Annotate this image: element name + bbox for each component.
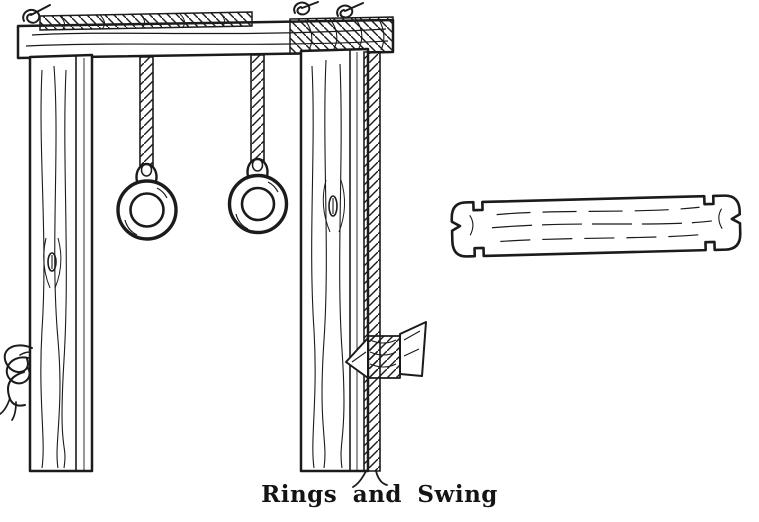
rope-tassel — [0, 344, 33, 421]
right-post — [299, 47, 370, 473]
ring-left — [116, 179, 178, 241]
beam-corner-rope-wrap — [289, 16, 394, 55]
screw-left-icon — [22, 4, 51, 24]
screw-right-b-icon — [336, 2, 364, 19]
rope-cleat — [345, 321, 427, 379]
screw-right-a-icon — [293, 1, 319, 16]
figure-caption: Rings and Swing — [261, 481, 498, 508]
wood-knot-right — [322, 179, 345, 233]
swing-seat — [450, 194, 742, 258]
ring-right — [227, 173, 289, 235]
beam-rope-wrap — [39, 11, 253, 31]
ring-rope-left — [135, 56, 158, 192]
left-post — [28, 53, 94, 473]
swing-seat-outline — [450, 194, 742, 258]
wood-knot-left — [43, 237, 62, 289]
ring-rope-right — [246, 54, 269, 187]
